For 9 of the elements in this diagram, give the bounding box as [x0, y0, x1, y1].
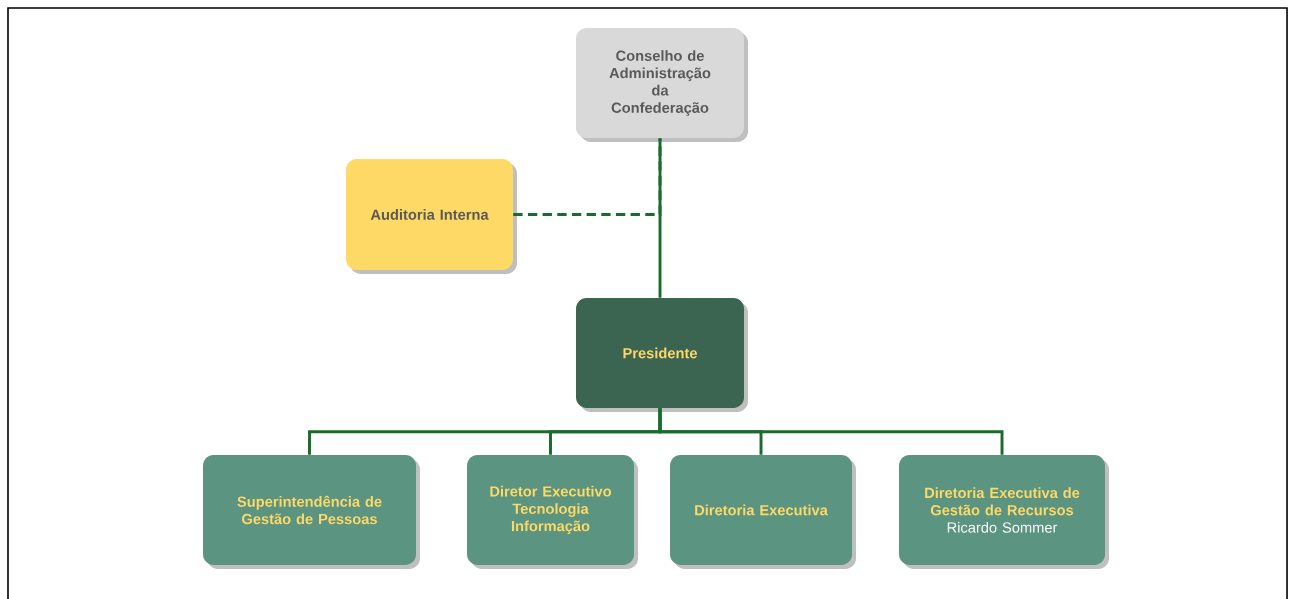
board-box: Conselho de Administração da Confederação: [576, 28, 748, 142]
department-box: Diretoria Executiva de Gestão de Recursos Ricardo Sommer: [899, 455, 1109, 569]
department-box: Superintendência de Gestão de Pessoas: [203, 455, 420, 569]
audit-box: Auditoria Interna: [346, 159, 517, 274]
connector: [658, 408, 1004, 455]
department-box: Diretoria Executiva: [670, 455, 856, 569]
connector: [658, 138, 662, 298]
department-box: Diretor Executivo Tecnologia Informação: [467, 455, 638, 569]
president-box: Presidente: [576, 298, 748, 412]
